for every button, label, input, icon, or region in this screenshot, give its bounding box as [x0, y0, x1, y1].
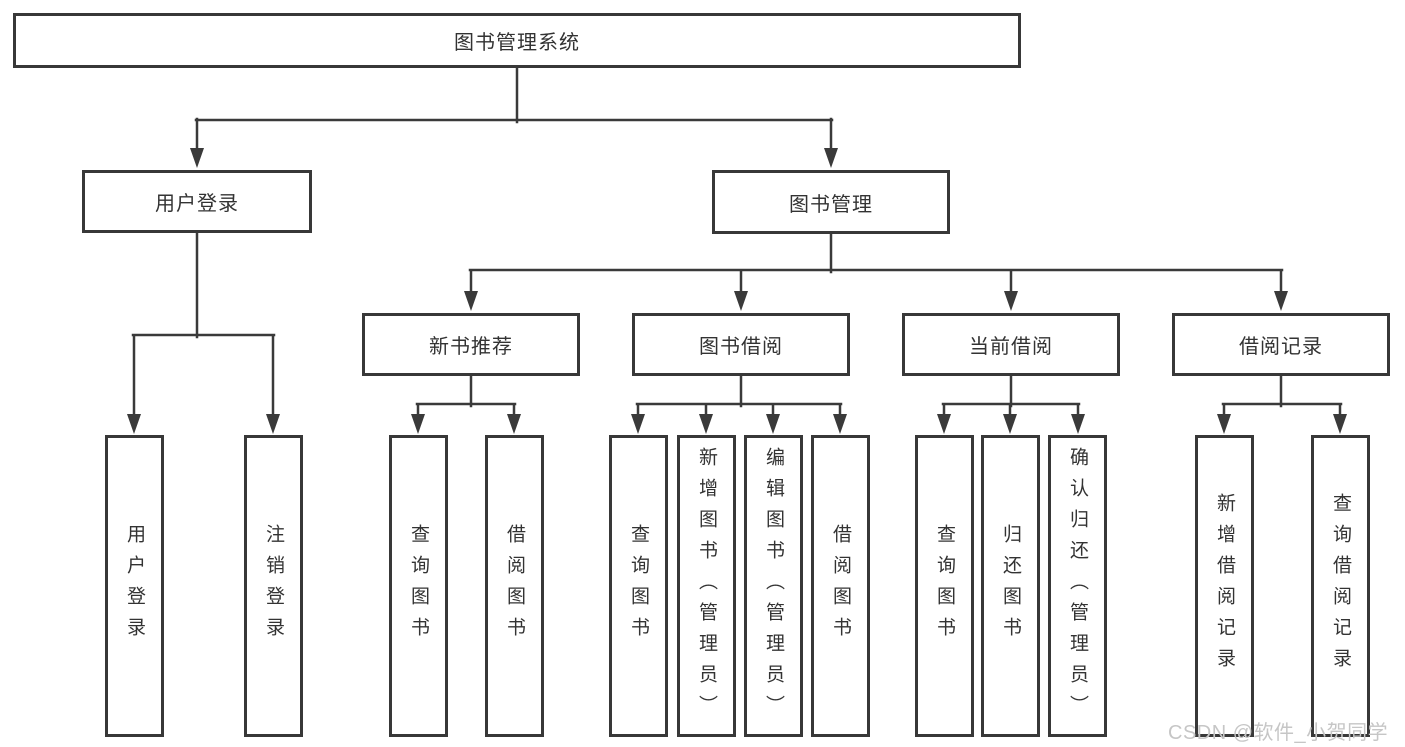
leaf-borrow-borrow-books-label: 借阅图书: [830, 524, 851, 648]
leaf-current-query-books-label: 查询图书: [934, 524, 955, 648]
leaf-borrow-edit-books-admin: 编辑图书（管理员）: [744, 435, 803, 737]
leaf-records-query-record-label: 查询借阅记录: [1330, 493, 1351, 679]
leaf-borrow-edit-books-admin-label: 编辑图书（管理员）: [763, 446, 784, 726]
node-book-borrowing-label: 图书借阅: [699, 336, 783, 358]
leaf-recommend-query-books-label: 查询图书: [408, 524, 429, 648]
leaf-logout-label: 注销登录: [263, 524, 284, 648]
csdn-watermark: CSDN @软件_小贺同学: [1168, 722, 1389, 744]
node-current-borrowing-label: 当前借阅: [969, 336, 1053, 358]
node-user-login: 用户登录: [82, 170, 312, 233]
node-new-book-recommendation-label: 新书推荐: [429, 336, 513, 358]
leaf-borrow-query-books-label: 查询图书: [628, 524, 649, 648]
leaf-borrow-borrow-books: 借阅图书: [811, 435, 870, 737]
node-book-management-label: 图书管理: [789, 193, 873, 216]
leaf-user-login-label: 用户登录: [124, 524, 145, 648]
leaf-current-query-books: 查询图书: [915, 435, 974, 737]
node-user-login-label: 用户登录: [155, 193, 239, 215]
node-root-label: 图书管理系统: [454, 32, 580, 54]
node-borrowing-records: 借阅记录: [1172, 313, 1390, 376]
node-borrowing-records-label: 借阅记录: [1239, 336, 1323, 358]
node-root: 图书管理系统: [13, 13, 1021, 68]
leaf-borrow-add-books-admin: 新增图书（管理员）: [677, 435, 736, 737]
node-book-management: 图书管理: [712, 170, 950, 234]
leaf-current-confirm-return-admin-label: 确认归还（管理员）: [1067, 446, 1088, 726]
leaf-user-login: 用户登录: [105, 435, 164, 737]
leaf-borrow-add-books-admin-label: 新增图书（管理员）: [696, 446, 717, 726]
leaf-recommend-borrow-books-label: 借阅图书: [504, 524, 525, 648]
leaf-recommend-query-books: 查询图书: [389, 435, 448, 737]
leaf-current-return-books: 归还图书: [981, 435, 1040, 737]
leaf-records-query-record: 查询借阅记录: [1311, 435, 1370, 737]
leaf-current-confirm-return-admin: 确认归还（管理员）: [1048, 435, 1107, 737]
arrowhead-icons: [127, 148, 1347, 434]
leaf-current-return-books-label: 归还图书: [1000, 524, 1021, 648]
leaf-borrow-query-books: 查询图书: [609, 435, 668, 737]
node-book-borrowing: 图书借阅: [632, 313, 850, 376]
node-new-book-recommendation: 新书推荐: [362, 313, 580, 376]
leaf-recommend-borrow-books: 借阅图书: [485, 435, 544, 737]
leaf-records-add-record-label: 新增借阅记录: [1214, 493, 1235, 679]
leaf-records-add-record: 新增借阅记录: [1195, 435, 1254, 737]
connector-path: [131, 66, 1343, 422]
node-current-borrowing: 当前借阅: [902, 313, 1120, 376]
leaf-logout: 注销登录: [244, 435, 303, 737]
